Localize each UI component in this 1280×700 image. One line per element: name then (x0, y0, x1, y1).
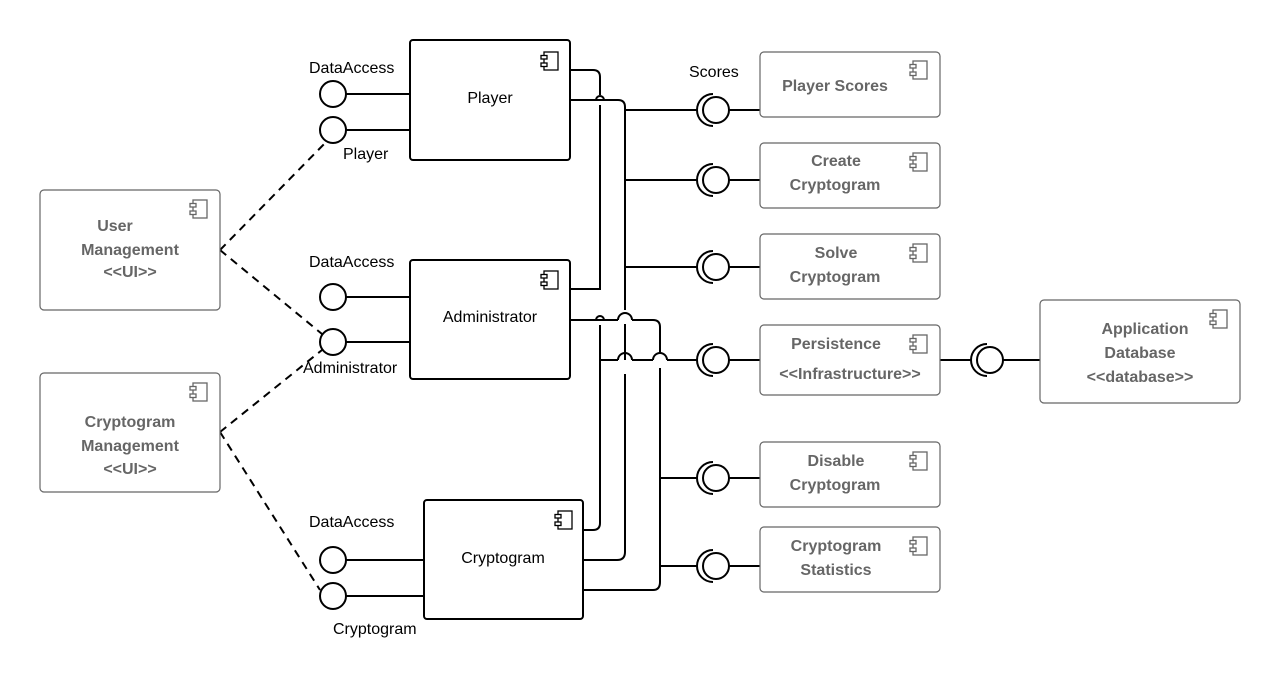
persistence-component[interactable]: Persistence <<Infrastructure>> (759, 324, 941, 396)
scores-socket (696, 93, 760, 127)
administrator-component-label: Administrator (443, 309, 538, 326)
create-cryptogram-line1: Create (811, 153, 861, 170)
solve-socket (696, 250, 760, 284)
ball-socket-connectors (696, 93, 1040, 583)
application-database-line1: Application (1101, 321, 1188, 338)
crypto-interfaces (319, 546, 424, 610)
application-database-line2: Database (1104, 345, 1175, 362)
player-interfaces (319, 80, 410, 144)
persistence-stereotype: <<Infrastructure>> (779, 366, 920, 383)
admin-dataaccess-interface (319, 283, 347, 311)
database-socket (940, 343, 1040, 377)
player-component-label: Player (467, 90, 513, 107)
player-dataaccess-interface (319, 80, 347, 108)
player-port-interface (319, 116, 347, 144)
persistence-socket (696, 343, 760, 377)
statistics-socket (696, 549, 760, 583)
create-cryptogram-component[interactable]: Create Cryptogram (759, 142, 941, 209)
application-database-component[interactable]: Application Database <<database>> (1039, 299, 1241, 404)
crypto-dataaccess-label: DataAccess (309, 514, 394, 531)
administrator-component[interactable]: Administrator (409, 259, 571, 380)
connector-wires (570, 69, 698, 591)
crypto-port-label: Cryptogram (333, 621, 417, 638)
crypto-port-interface (319, 582, 347, 610)
user-management-line1: User (97, 218, 133, 235)
player-scores-component[interactable]: Player Scores (759, 51, 941, 118)
scores-interface-label: Scores (689, 64, 739, 81)
disable-cryptogram-line1: Disable (808, 453, 865, 470)
cryptogram-statistics-line1: Cryptogram (791, 538, 882, 555)
admin-port-label: Administrator (303, 360, 398, 377)
player-component[interactable]: Player (409, 39, 571, 161)
admin-port-interface (319, 328, 347, 356)
disable-cryptogram-component[interactable]: Disable Cryptogram (759, 441, 941, 508)
cryptogram-component-label: Cryptogram (461, 550, 545, 567)
cryptogram-management-stereotype: <<UI>> (103, 461, 156, 478)
solve-cryptogram-component[interactable]: Solve Cryptogram (759, 233, 941, 300)
player-dataaccess-label: DataAccess (309, 60, 394, 77)
admin-dataaccess-label: DataAccess (309, 254, 394, 271)
create-cryptogram-line2: Cryptogram (790, 177, 881, 194)
player-scores-label: Player Scores (782, 78, 888, 95)
user-management-stereotype: <<UI>> (103, 264, 156, 281)
dependency-lines (219, 137, 331, 591)
cryptogram-management-line2: Management (81, 438, 179, 455)
cryptogram-statistics-line2: Statistics (800, 562, 871, 579)
create-socket (696, 163, 760, 197)
user-management-line2: Management (81, 242, 179, 259)
application-database-stereotype: <<database>> (1087, 369, 1194, 386)
user-management-component[interactable]: User Management <<UI>> (39, 189, 221, 311)
solve-cryptogram-line2: Cryptogram (790, 269, 881, 286)
admin-interfaces (319, 283, 410, 356)
disable-cryptogram-line2: Cryptogram (790, 477, 881, 494)
cryptogram-statistics-component[interactable]: Cryptogram Statistics (759, 526, 941, 593)
cryptogram-management-component[interactable]: Cryptogram Management <<UI>> (39, 372, 221, 493)
solve-cryptogram-line1: Solve (815, 245, 858, 262)
crypto-dataaccess-interface (319, 546, 347, 574)
cryptogram-component[interactable]: Cryptogram (423, 499, 584, 620)
persistence-line1: Persistence (791, 336, 881, 353)
player-port-label: Player (343, 146, 389, 163)
disable-socket (696, 461, 760, 495)
cryptogram-management-line1: Cryptogram (85, 414, 176, 431)
